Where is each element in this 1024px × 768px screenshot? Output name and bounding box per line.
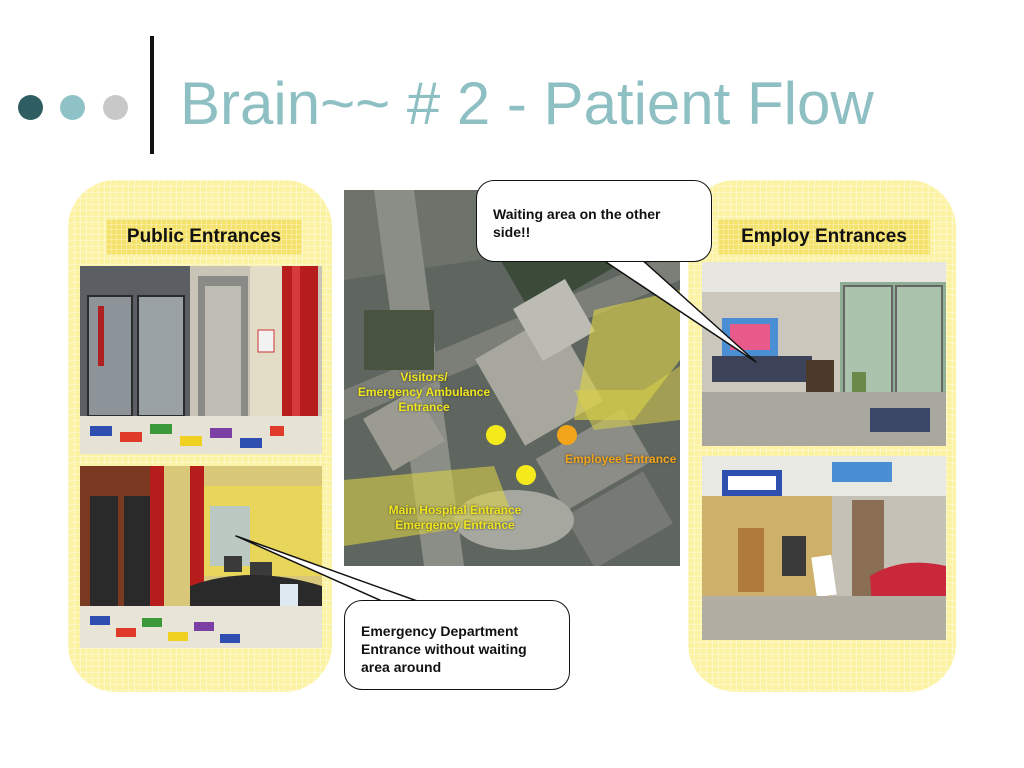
waiting-area-callout: Waiting area on the other side!! — [476, 180, 712, 262]
callout-bottom-line3: area around — [361, 659, 442, 675]
employ-entrances-label: Employ Entrances — [718, 219, 930, 255]
public-entrance-photo-1 — [80, 266, 322, 454]
employee-entrance-label: Employee Entrance — [565, 452, 677, 466]
callout-top-line1: Waiting area on the other — [493, 206, 661, 222]
bullet-dot-dark — [18, 95, 43, 120]
visitors-label-line1: Visitors/ — [400, 370, 448, 384]
visitors-label-line2: Emergency Ambulance — [357, 385, 491, 399]
main-label-line2: Emergency Entrance — [395, 518, 515, 532]
callout-bottom-line1: Emergency Department — [361, 623, 519, 639]
visitors-entrance-label: Visitors/ Emergency Ambulance Entrance — [346, 370, 502, 415]
employee-entrance-photo-1 — [702, 262, 946, 446]
bullet-dot-gray — [103, 95, 128, 120]
employee-entrance-marker — [557, 425, 577, 445]
emergency-department-callout: Emergency Department Entrance without wa… — [344, 600, 570, 690]
slide-title: Brain~~ # 2 - Patient Flow — [180, 70, 874, 137]
public-entrances-label: Public Entrances — [106, 219, 302, 255]
main-entrance-marker — [516, 465, 536, 485]
visitors-entrance-marker — [486, 425, 506, 445]
public-entrance-photo-2 — [80, 466, 322, 648]
main-hospital-entrance-label: Main Hospital Entrance Emergency Entranc… — [372, 503, 538, 533]
bullet-dot-teal — [60, 95, 85, 120]
title-divider — [150, 36, 154, 154]
visitors-label-line3: Entrance — [398, 400, 450, 414]
callout-top-line2: side!! — [493, 224, 531, 240]
main-label-line1: Main Hospital Entrance — [388, 503, 522, 517]
employee-entrance-photo-2 — [702, 456, 946, 640]
callout-bottom-line2: Entrance without waiting — [361, 641, 527, 657]
